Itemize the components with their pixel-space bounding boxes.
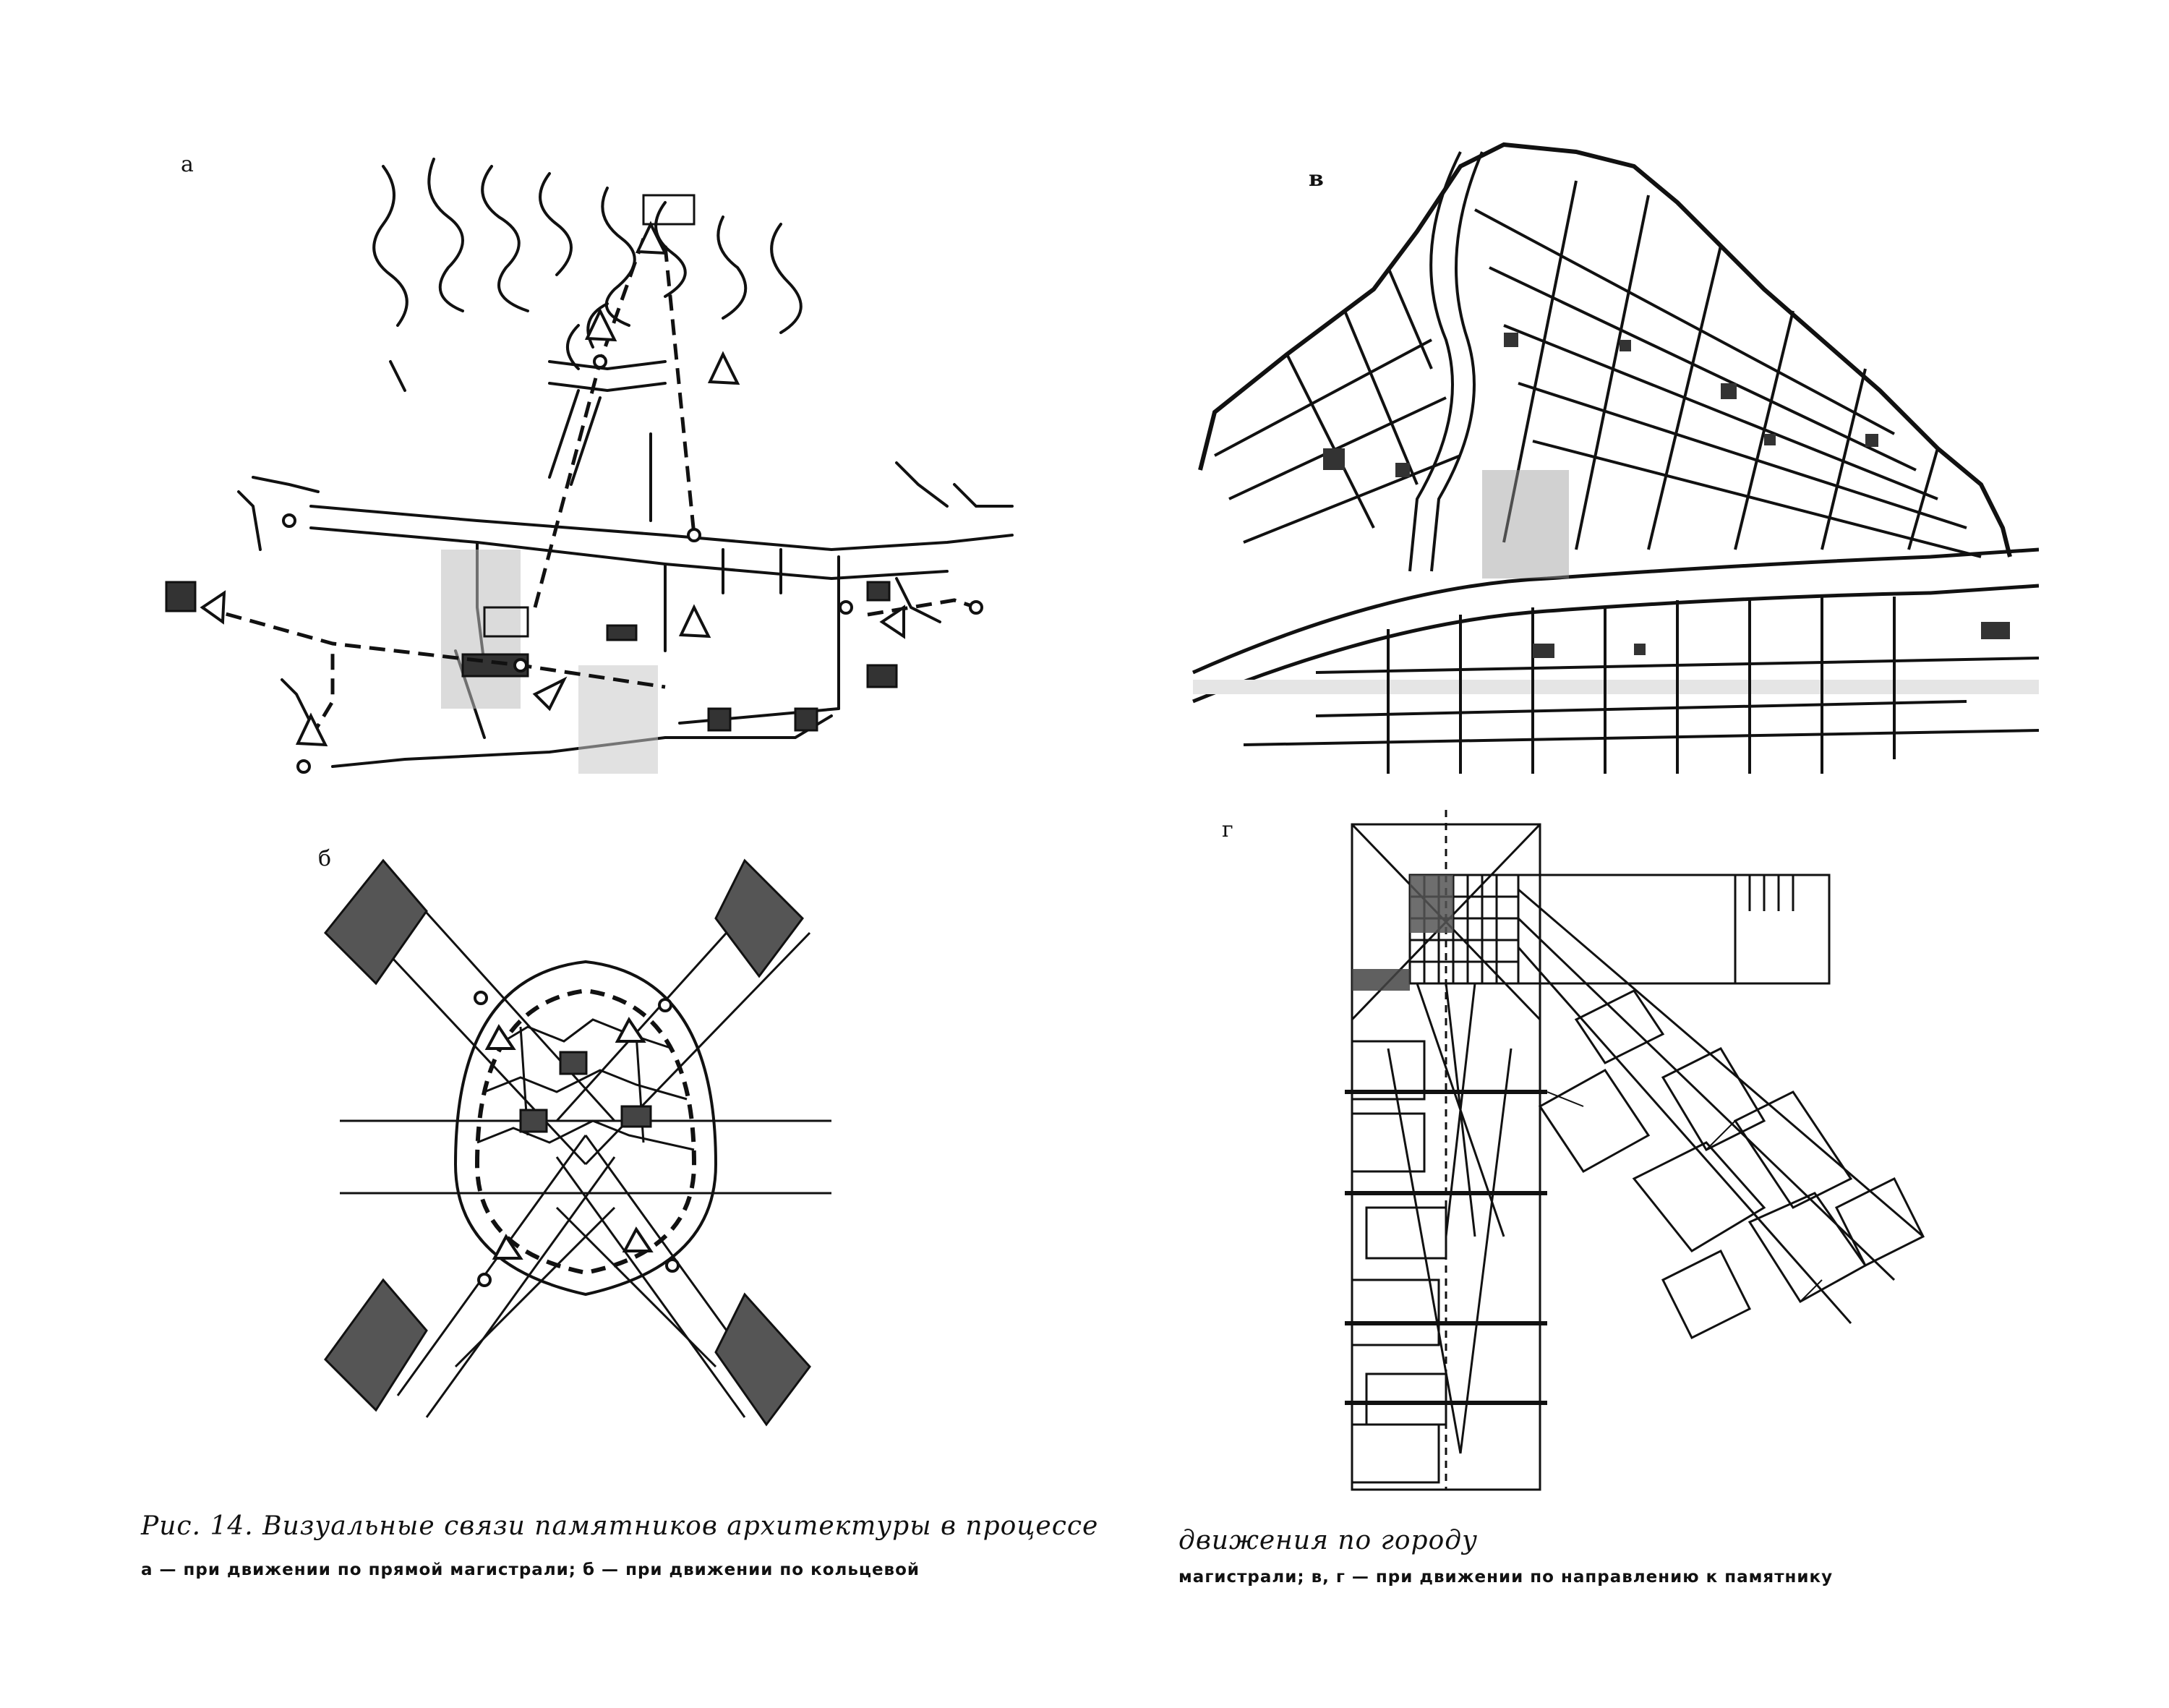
corner-building-cluster (714, 1292, 811, 1427)
caption-title-right: движения по городу (1178, 1526, 1478, 1555)
viewpoint-circle (474, 991, 488, 1005)
building (1533, 644, 1554, 658)
building (1981, 622, 2010, 639)
caption-subtitle-left: а — при движении по прямой магистрали; б… (141, 1560, 920, 1579)
river-water (1193, 680, 2039, 694)
monument-building (642, 194, 696, 226)
observer-triangle (615, 1017, 646, 1043)
panel-g-perspective-construction: г (1200, 803, 1959, 1497)
corner-building-cluster (714, 858, 804, 978)
viewpoint-circle (477, 1273, 492, 1287)
viewpoint-circle (282, 513, 296, 528)
viewpoint-circle (658, 998, 672, 1012)
observer-triangle (584, 307, 617, 342)
monument-building (483, 606, 529, 638)
panel-v-city-plan: в (1171, 123, 2039, 774)
viewpoint-circle (665, 1258, 680, 1273)
monument-building (707, 707, 732, 732)
building (1634, 644, 1646, 655)
observer-triangle (295, 712, 328, 747)
observer-triangle (879, 605, 905, 639)
viewpoint-circle (513, 658, 528, 672)
monument-building (606, 624, 638, 641)
caption-subtitle-right: магистрали; в, г — при движении по напра… (1178, 1568, 1834, 1587)
ring-route (474, 988, 697, 1276)
corner-building-cluster (323, 858, 428, 986)
observer-triangle (707, 351, 740, 385)
building (1395, 463, 1410, 477)
panel-label-g: г (1222, 817, 1233, 842)
caption-title-left: Рис. 14. Визуальные связи памятников арх… (141, 1511, 1099, 1541)
monument-building (794, 707, 818, 732)
viewpoint-circle (839, 600, 853, 615)
park-area (441, 550, 521, 709)
shaded-tone (1352, 969, 1410, 991)
plan-v-drawing (1192, 142, 2039, 774)
observer-triangle (492, 1234, 523, 1260)
viewpoint-circle (593, 354, 607, 369)
observer-triangle (622, 1226, 654, 1252)
building (1865, 434, 1878, 447)
central-hatched-area (1482, 470, 1569, 578)
panel-label-b: б (318, 846, 332, 871)
panel-label-a: а (181, 152, 194, 177)
panel-b-ring-avenue-plan: б (311, 832, 860, 1497)
viewpoint-circle (687, 528, 701, 542)
monument-building (866, 581, 891, 602)
building (1764, 434, 1776, 445)
monument-building (559, 1051, 588, 1075)
plan-g-drawing (1345, 810, 1925, 1491)
monument-building (620, 1105, 652, 1128)
observer-triangle (200, 590, 226, 625)
plan-a-drawing (165, 158, 1014, 774)
panel-a-straight-avenue-plan: а (145, 145, 1034, 810)
panel-label-v: в (1309, 166, 1324, 192)
building (1620, 340, 1631, 351)
viewpoint-circle (296, 759, 311, 774)
shaded-tone (1410, 875, 1453, 933)
monument-building (519, 1109, 548, 1133)
viewpoint-circle (969, 600, 983, 615)
observer-triangle (678, 604, 711, 639)
monument-building (165, 581, 197, 612)
plan-b-drawing (323, 858, 831, 1427)
building (1721, 383, 1737, 399)
observer-triangle (532, 676, 568, 712)
corner-building-cluster (324, 1278, 428, 1412)
building (1504, 333, 1518, 347)
monument-building (866, 664, 898, 688)
observer-triangle (635, 221, 668, 255)
observer-triangle (484, 1024, 516, 1050)
building (1323, 448, 1345, 470)
